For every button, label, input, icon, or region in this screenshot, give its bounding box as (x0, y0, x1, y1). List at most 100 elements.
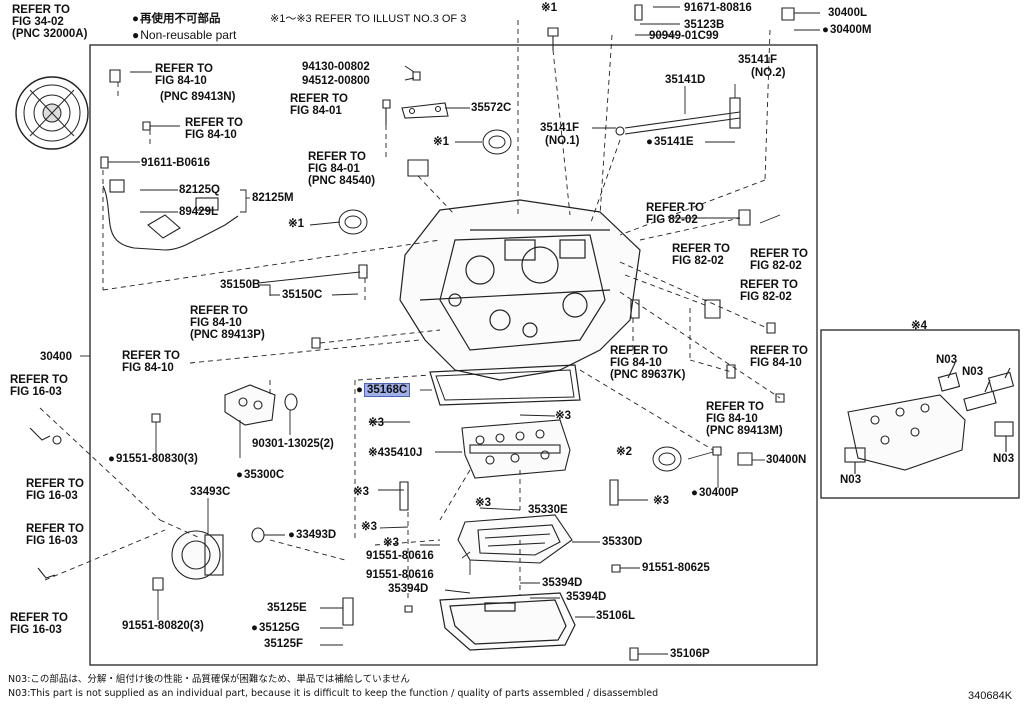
part-label-p-35394d-c[interactable]: 35394D (566, 591, 607, 603)
legend-refer-note: ※1～※3 REFER TO ILLUST NO.3 OF 3 (270, 13, 467, 25)
reference-label-ref-16-03-d: REFER TO FIG 16-03 (10, 612, 68, 636)
part-35168c[interactable]: 35168C (356, 383, 411, 397)
part-label-p-30400[interactable]: 30400 (40, 351, 72, 363)
part-label-p-35141e[interactable]: 35141E (646, 136, 694, 148)
part-label-p-35123b[interactable]: 35123B (684, 19, 725, 31)
reference-label-ref-84-10-b: REFER TO FIG 84-10 (185, 117, 243, 141)
part-label-p-94512[interactable]: 94512-00800 (302, 75, 370, 87)
part-label-pnc-89413n: (PNC 89413N) (160, 91, 236, 103)
n03-tag-n03: N03 (993, 453, 1015, 465)
part-label-p-35394d-b[interactable]: 35394D (388, 583, 429, 595)
reference-label-ref-16-03-b: REFER TO FIG 16-03 (26, 478, 84, 502)
hose-icon (29, 427, 62, 579)
reference-label-ref-34-02: REFER TO FIG 34-02 (PNC 32000A) (12, 4, 88, 40)
bracket-icon (401, 102, 449, 119)
n03-tag-n03: N03 (936, 354, 958, 366)
reference-label-ref-16-03-a: REFER TO FIG 16-03 (10, 374, 68, 398)
part-label-p-94130[interactable]: 94130-00802 (302, 61, 370, 73)
legend-en: Non-reusable part (132, 28, 236, 42)
part-label-p-33493d[interactable]: 33493D (288, 529, 336, 541)
pump-cover-icon (224, 384, 298, 426)
part-label-p-35572c[interactable]: 35572C (471, 102, 512, 114)
illust-ref-marker-x1-c: ※1 (541, 2, 558, 14)
assembly-frame (89, 44, 818, 666)
reference-label-ref-84-10-f: REFER TO FIG 84-10 (750, 345, 808, 369)
reference-label-ref-84-10-c: REFER TO FIG 84-10 (PNC 89413P) (190, 305, 265, 341)
part-label-p-35410j[interactable]: ※435410J (368, 447, 423, 459)
part-label-p-35141f-top[interactable]: 35141F (738, 54, 778, 66)
oil-seal-icon (652, 446, 682, 472)
part-label-p-91611[interactable]: 91611-B0616 (141, 157, 211, 169)
part-label-p-35125e[interactable]: 35125E (267, 602, 307, 614)
part-label-p-82125m[interactable]: 82125M (252, 192, 294, 204)
part-label-no1: (NO.1) (545, 135, 580, 147)
dashed-reference-lines (39, 20, 781, 600)
inset-frame (820, 329, 1020, 499)
part-label-p-30400p[interactable]: 30400P (691, 487, 739, 499)
part-label-p-35125f[interactable]: 35125F (264, 638, 304, 650)
part-label-no2: (NO.2) (751, 67, 786, 79)
part-label-p-35300c[interactable]: 35300C (236, 469, 284, 481)
illust-ref-marker-x3-b: ※3 (555, 410, 572, 422)
part-label-p-91551-80625[interactable]: 91551-80625 (642, 562, 710, 574)
part-label-p-30400m[interactable]: 30400M (822, 24, 872, 36)
transaxle-case-icon (399, 199, 641, 381)
part-label-p-35330e[interactable]: 35330E (528, 504, 568, 516)
valve-body-icon (461, 419, 571, 479)
part-label-p-91551-80820[interactable]: 91551-80820(3) (122, 620, 204, 632)
part-label-p-35141d[interactable]: 35141D (665, 74, 706, 86)
oil-seal-icon (482, 129, 512, 155)
part-label-p-35141f[interactable]: 35141F (540, 122, 580, 134)
reference-label-ref-82-02-c: REFER TO FIG 82-02 (750, 248, 808, 272)
illust-ref-marker-x3-e: ※3 (475, 497, 492, 509)
torque-converter-icon (15, 76, 89, 150)
reference-label-ref-84-10-e: REFER TO FIG 84-10 (PNC 89637K) (610, 345, 686, 381)
oil-strainer-icon (457, 514, 573, 564)
illust-ref-marker-x1-a: ※1 (433, 136, 450, 148)
illust-ref-marker-x3-a: ※3 (368, 417, 385, 429)
inset-valve-body-icon (844, 362, 1015, 474)
inset-marker: ※4 (911, 320, 928, 332)
part-label-p-35394d-a[interactable]: 35394D (542, 577, 583, 589)
legend-jp: 再使用不可部品 (132, 13, 220, 25)
shift-shaft-icon (615, 97, 741, 136)
leader-lines (80, 6, 820, 655)
part-label-p-30400l[interactable]: 30400L (828, 7, 868, 19)
part-label-p-35150c[interactable]: 35150C (282, 289, 323, 301)
reference-label-ref-84-10-g: REFER TO FIG 84-10 (PNC 89413M) (706, 401, 783, 437)
illust-ref-marker-x3-g: ※3 (383, 537, 400, 549)
part-label-p-35330d[interactable]: 35330D (602, 536, 643, 548)
part-label-p-35106p[interactable]: 35106P (670, 648, 710, 660)
reference-label-ref-84-01-a: REFER TO FIG 84-01 (290, 93, 348, 117)
part-label-p-90301[interactable]: 90301-13025(2) (252, 438, 334, 450)
illust-ref-marker-x3-f: ※3 (361, 521, 378, 533)
part-label-p-91671[interactable]: 91671-80816 (684, 2, 752, 14)
cover-33493c-icon (171, 527, 265, 580)
illust-ref-marker-x3-c: ※3 (353, 486, 370, 498)
footer-note-en: N03:This part is not supplied as an indi… (8, 688, 659, 699)
part-label-p-35150b[interactable]: 35150B (220, 279, 261, 291)
oil-pan-icon (439, 592, 576, 651)
part-label-p-89429l[interactable]: 89429L (179, 206, 219, 218)
part-label-p-91551-80830[interactable]: 91551-80830(3) (108, 453, 198, 465)
part-label-p-35106l[interactable]: 35106L (596, 610, 636, 622)
part-label-p-30400n[interactable]: 30400N (766, 454, 807, 466)
part-label-p-35125g[interactable]: 35125G (251, 622, 300, 634)
wiring-harness-icon (102, 179, 239, 251)
n03-tag-n03: N03 (840, 474, 862, 486)
reference-label-ref-82-02-d: REFER TO FIG 82-02 (740, 279, 798, 303)
part-label-p-90949[interactable]: 90949-01C99 (649, 30, 719, 42)
illust-ref-marker-x1-b: ※1 (288, 218, 305, 230)
part-label-p-82125q[interactable]: 82125Q (179, 184, 220, 196)
gasket-35168c-icon (429, 364, 581, 406)
part-label-p-91551-80616-b[interactable]: 91551-80616 (366, 569, 434, 581)
reference-label-ref-84-10-d: REFER TO FIG 84-10 (122, 350, 180, 374)
oil-seal-icon (338, 209, 368, 235)
reference-label-ref-82-02-a: REFER TO FIG 82-02 (646, 202, 704, 226)
reference-label-ref-84-01-b: REFER TO FIG 84-01 (PNC 84540) (308, 151, 376, 187)
bolt-icon (100, 4, 795, 661)
illust-ref-marker-x3-d: ※3 (653, 495, 670, 507)
part-label-p-33493c[interactable]: 33493C (190, 486, 231, 498)
part-label-p-91551-80616-a[interactable]: 91551-80616 (366, 550, 434, 562)
